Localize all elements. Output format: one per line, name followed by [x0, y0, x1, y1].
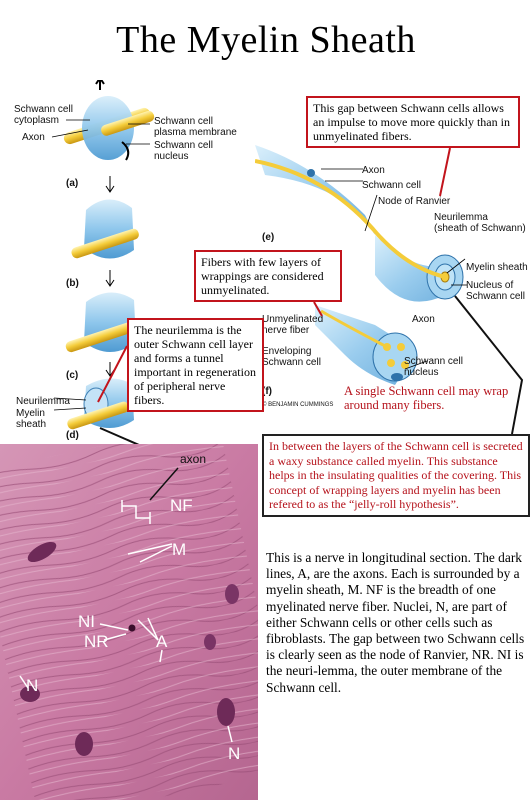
- callout-unmyelinated: Fibers with few layers of wrappings are …: [194, 250, 342, 302]
- label-M: M: [172, 540, 187, 559]
- axon-label-e: Axon: [362, 165, 385, 176]
- fig-label-a: (a): [66, 178, 79, 189]
- page-title: The Myelin Sheath: [116, 19, 416, 61]
- single-cell-text: A single Schwann cell may wrap around ma…: [344, 384, 509, 412]
- enveloping-schwann-label: Enveloping Schwann cell: [262, 346, 321, 368]
- fig-label-c: (c): [66, 370, 79, 381]
- label-NF: NF: [170, 496, 193, 515]
- axon-label-e2: Axon: [412, 314, 435, 325]
- myelin-sheath-label-e: Myelin sheath: [466, 262, 528, 273]
- unmyelinated-fiber-label: Unmyelinated nerve fiber: [262, 314, 324, 336]
- histology-axon-label: axon: [180, 452, 207, 466]
- schwann-wrapping-diagram: [51, 80, 155, 430]
- label-NR: NR: [84, 632, 109, 651]
- label-N-right: N: [228, 744, 241, 763]
- callout-myelin: In between the layers of the Schwann cel…: [262, 434, 530, 517]
- schwann-cell-label-e: Schwann cell: [362, 180, 421, 191]
- myelin-label-d: Myelin sheath: [16, 408, 47, 430]
- neurilemma-label-e: Neurilemma (sheath of Schwann): [434, 212, 526, 234]
- schwann-nucleus-label-f: Schwann cell nucleus: [404, 356, 463, 378]
- schwann-nucleus-label-a: Schwann cell nucleus: [154, 140, 213, 162]
- histology-description: This is a nerve in longitudinal section.…: [266, 550, 525, 695]
- fig-label-b: (b): [66, 278, 79, 289]
- stage-a: [51, 80, 155, 161]
- schwann-nucleus-label-e: Nucleus of Schwann cell: [466, 280, 525, 302]
- callout-neurilemma: The neurilemma is the outer Schwann cell…: [127, 318, 264, 412]
- fig-label-e: (e): [262, 232, 275, 243]
- copyright-label: © BENJAMIN CUMMINGS: [262, 402, 334, 408]
- label-N-left: N: [26, 676, 39, 695]
- plasma-membrane-label: Schwann cell plasma membrane: [154, 116, 237, 138]
- label-A: A: [156, 632, 168, 651]
- nerve-histology-image: [0, 444, 258, 800]
- myelinated-fiber-diagram: [255, 145, 467, 385]
- neurilemma-label-d: Neurilemma: [16, 396, 70, 407]
- label-NI: NI: [78, 612, 95, 631]
- callout-node-gap: This gap between Schwann cells allows an…: [306, 96, 520, 148]
- stage-c: [65, 292, 145, 353]
- node-of-ranvier-label: Node of Ranvier: [378, 196, 451, 207]
- schwann-cytoplasm-label: Schwann cell cytoplasm: [14, 104, 73, 126]
- axon-label-a: Axon: [22, 132, 45, 143]
- fig-label-f: (f): [262, 386, 272, 397]
- fig-label-d: (d): [66, 430, 79, 441]
- stage-b: [71, 199, 139, 259]
